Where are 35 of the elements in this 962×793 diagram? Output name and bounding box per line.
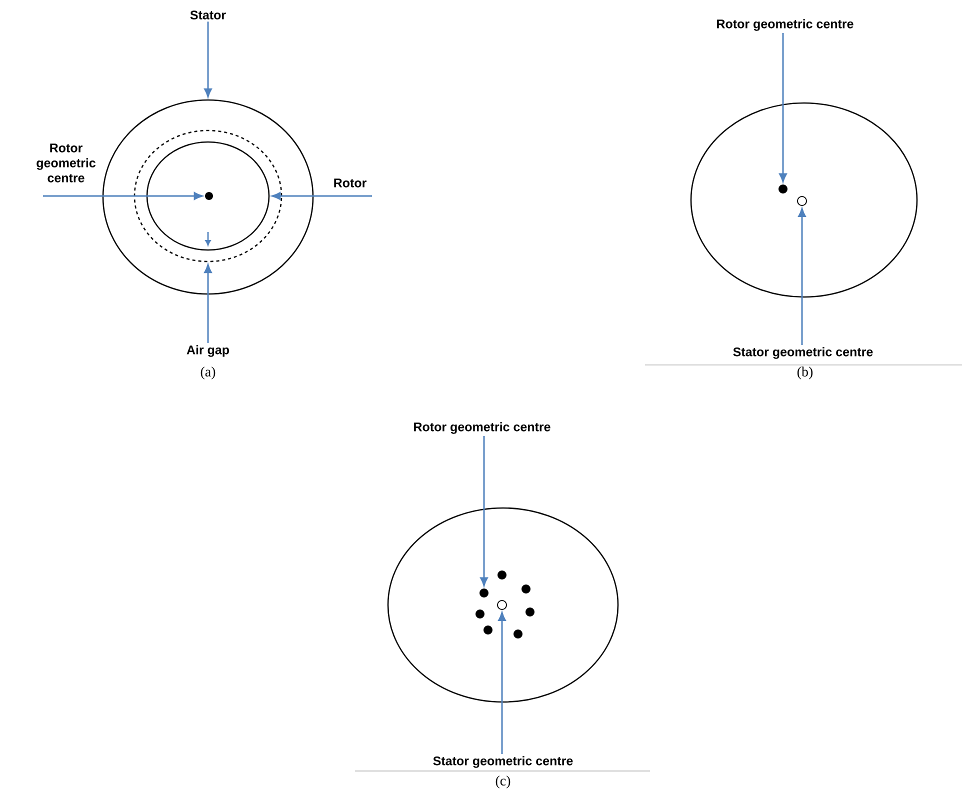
leader-arrow bbox=[779, 33, 787, 182]
leader-arrow bbox=[498, 612, 506, 754]
leader-arrow bbox=[204, 22, 212, 98]
filled-dot bbox=[778, 184, 788, 194]
callout-label: Rotor bbox=[334, 178, 366, 188]
panel-caption: (c) bbox=[496, 776, 510, 788]
leader-arrow bbox=[798, 208, 806, 345]
hollow-dot bbox=[497, 600, 507, 610]
filled-dot bbox=[498, 570, 506, 580]
leader-arrow bbox=[204, 264, 212, 343]
filled-dot bbox=[484, 626, 492, 634]
filled-dot bbox=[514, 630, 522, 638]
ellipse-outline bbox=[102, 99, 314, 295]
callout-label: Stator geometric centre bbox=[433, 756, 573, 768]
callout-label: Rotor geometric centre bbox=[717, 19, 854, 31]
hollow-dot bbox=[797, 196, 807, 206]
ellipse-outline bbox=[134, 130, 282, 262]
filled-dot bbox=[526, 608, 534, 616]
ellipse-outline bbox=[387, 507, 619, 703]
callout-label: Stator geometric centre bbox=[733, 347, 873, 359]
panel-caption: (a) bbox=[200, 366, 216, 380]
leader-arrow bbox=[43, 192, 203, 200]
leader-arrow bbox=[272, 192, 372, 200]
filled-dot bbox=[205, 192, 213, 200]
leader-arrow bbox=[480, 436, 488, 586]
callout-label: Rotor geometric centre bbox=[414, 422, 550, 434]
filled-dot bbox=[480, 588, 488, 598]
filled-dot bbox=[476, 610, 484, 618]
ellipse-outline bbox=[690, 102, 918, 298]
callout-label: Rotor geometric centre bbox=[36, 144, 96, 182]
panel-caption: (b) bbox=[797, 366, 813, 380]
ellipse-outline bbox=[146, 141, 270, 251]
callout-label: Air gap bbox=[186, 345, 229, 357]
callout-label: Stator bbox=[190, 10, 226, 20]
filled-dot bbox=[522, 584, 530, 594]
